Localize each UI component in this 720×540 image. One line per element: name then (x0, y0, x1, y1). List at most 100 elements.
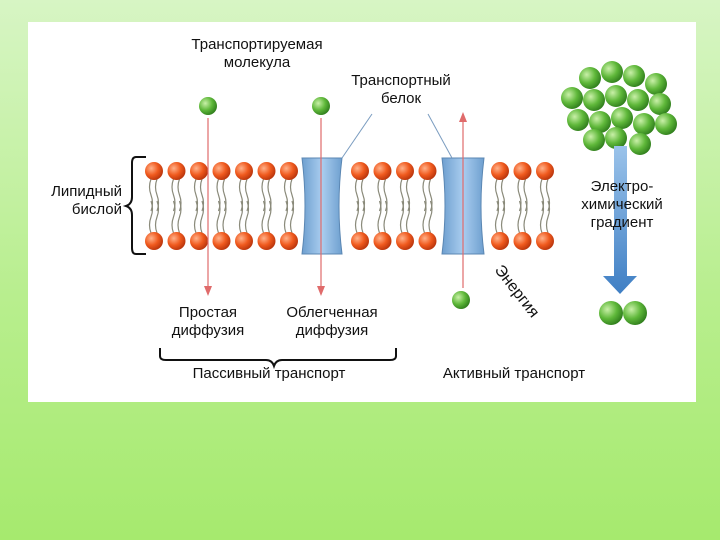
cluster-molecule (623, 65, 645, 87)
label-line: диффузия (171, 322, 245, 339)
molecule-cluster (561, 61, 677, 155)
label-line: градиент (590, 214, 654, 231)
protein-pointer-line (427, 113, 453, 159)
electrochemical-gradient-label: Электро- химический градиент (560, 178, 684, 232)
cluster-molecule (645, 73, 667, 95)
facilitated-diffusion-label: Облегченная диффузия (266, 304, 398, 340)
lipid-head (536, 232, 554, 250)
lipid-tail (494, 200, 500, 234)
lipid-head (351, 162, 369, 180)
lipid-head (491, 232, 509, 250)
lipid-head (418, 232, 437, 250)
lipid-head (212, 162, 231, 180)
label-line: Облегченная (286, 304, 378, 321)
lipid-head (351, 232, 369, 250)
transported-molecule (452, 291, 470, 309)
cluster-molecule (655, 113, 677, 135)
transported-molecule-label: Транспортируемая молекула (172, 36, 342, 72)
lipid-tail (283, 200, 289, 234)
label-line: диффузия (295, 322, 369, 339)
cluster-molecule (633, 113, 655, 135)
lipid-head (167, 162, 186, 180)
lipid-head (513, 232, 532, 250)
passive-transport-brace (159, 348, 397, 370)
gradient-arrow (603, 146, 637, 294)
lipid-tail (500, 200, 506, 234)
gradient-molecule (623, 301, 647, 325)
lipid-bilayer (145, 162, 554, 250)
label-line: Липидный (51, 183, 122, 200)
cluster-molecule (589, 111, 611, 133)
label-line: Транспортируемая (191, 36, 323, 53)
active-transport-label: Активный транспорт (442, 365, 586, 382)
lipid-tail (360, 200, 366, 234)
lipid-head (491, 162, 509, 180)
simple-diffusion-label: Простая диффузия (156, 304, 260, 340)
lipid-head (396, 232, 414, 250)
cluster-molecule (561, 87, 583, 109)
cluster-molecule (605, 127, 627, 149)
lipid-head (145, 232, 163, 250)
transport-protein-label: Транспортный белок (334, 72, 468, 108)
cluster-molecule (649, 93, 671, 115)
label-line: бислой (71, 201, 122, 218)
lipid-tail (199, 200, 205, 234)
lipid-tail (177, 200, 182, 234)
lipid-tail (545, 200, 551, 234)
lipid-head (373, 232, 392, 250)
cluster-molecule (627, 89, 649, 111)
gradient-molecule (599, 301, 623, 325)
lipid-tail (354, 200, 360, 234)
lipid-tail (238, 200, 244, 234)
arrowhead (317, 286, 325, 296)
lipid-head (418, 162, 437, 180)
lipid-head (145, 162, 163, 180)
lipid-tail (399, 200, 405, 234)
energy-label: Энергия (491, 262, 542, 321)
label-line: белок (380, 90, 422, 107)
lipid-head (167, 232, 186, 250)
cluster-molecule (605, 85, 627, 107)
lipid-bilayer-label: Липидный бислой (20, 183, 122, 219)
lipid-head (280, 232, 298, 250)
lipid-head (235, 162, 253, 180)
cluster-molecule (629, 133, 651, 155)
transported-molecule (312, 97, 330, 115)
lipid-tail (422, 200, 427, 234)
lipid-head (513, 162, 532, 180)
lipid-tail (289, 200, 295, 234)
cluster-molecule (583, 89, 605, 111)
lipid-head (280, 162, 298, 180)
label-line: Транспортный (351, 72, 451, 89)
lipid-head (373, 162, 392, 180)
lipid-tail (539, 200, 545, 234)
passive-transport-label: Пассивный транспорт (192, 365, 346, 382)
channel-protein (301, 157, 343, 255)
lipid-head (235, 232, 253, 250)
lipid-tail (148, 200, 154, 234)
cluster-molecule (611, 107, 633, 129)
label-line: молекула (223, 54, 291, 71)
lipid-tail (377, 200, 382, 234)
lipid-tail (244, 200, 250, 234)
lipid-tail (261, 200, 266, 234)
lipid-head (257, 162, 276, 180)
lipid-tail (405, 200, 411, 234)
protein-pointer-line (341, 113, 373, 159)
cluster-molecule (579, 67, 601, 89)
cluster-molecule (601, 61, 623, 83)
transported-molecule (199, 97, 217, 115)
lipid-tail (523, 200, 528, 234)
lipid-head (536, 162, 554, 180)
lipid-tail (383, 200, 388, 234)
lipid-tail (517, 200, 522, 234)
lipid-tail (428, 200, 433, 234)
lipid-tail (193, 200, 199, 234)
bilayer-bracket (122, 156, 146, 255)
lipid-tail (154, 200, 160, 234)
label-line: Электро- (590, 178, 654, 195)
lipid-head (190, 232, 208, 250)
arrowhead (459, 112, 467, 122)
label-line: Простая (178, 304, 238, 321)
